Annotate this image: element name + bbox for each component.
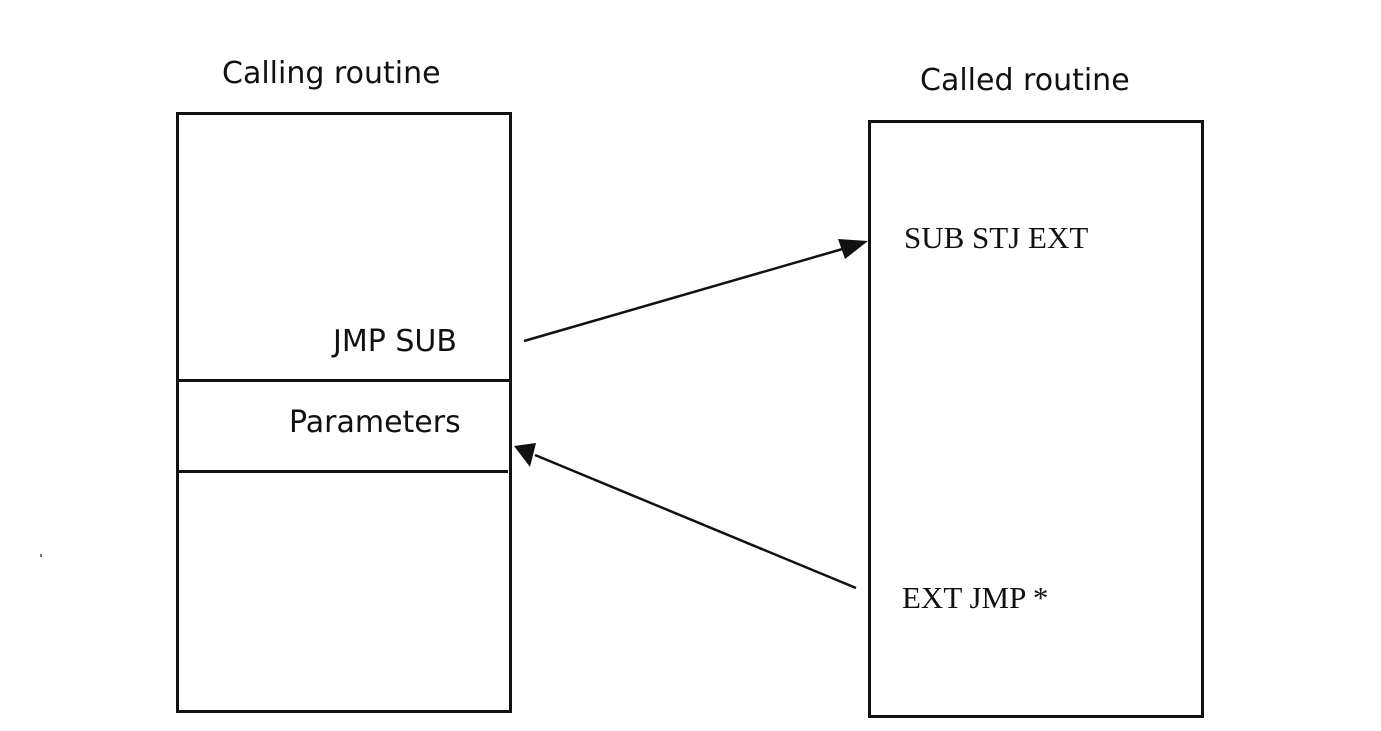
calling-routine-box: [176, 112, 512, 713]
parameters-label: Parameters: [289, 405, 461, 440]
parameters-top-divider: [176, 379, 510, 382]
ext-jmp-instruction: EXT JMP *: [902, 580, 1049, 615]
called-routine-box: [868, 120, 1204, 718]
called-routine-heading: Called routine: [920, 63, 1130, 98]
scan-speck: [40, 554, 42, 557]
return-arrow: [514, 443, 857, 590]
jmp-sub-instruction: JMP SUB: [333, 324, 457, 359]
calling-routine-heading: Calling routine: [222, 56, 441, 91]
parameters-bottom-divider: [176, 470, 508, 473]
sub-stj-ext-instruction: SUB STJ EXT: [904, 220, 1089, 255]
call-arrow: [523, 239, 868, 343]
